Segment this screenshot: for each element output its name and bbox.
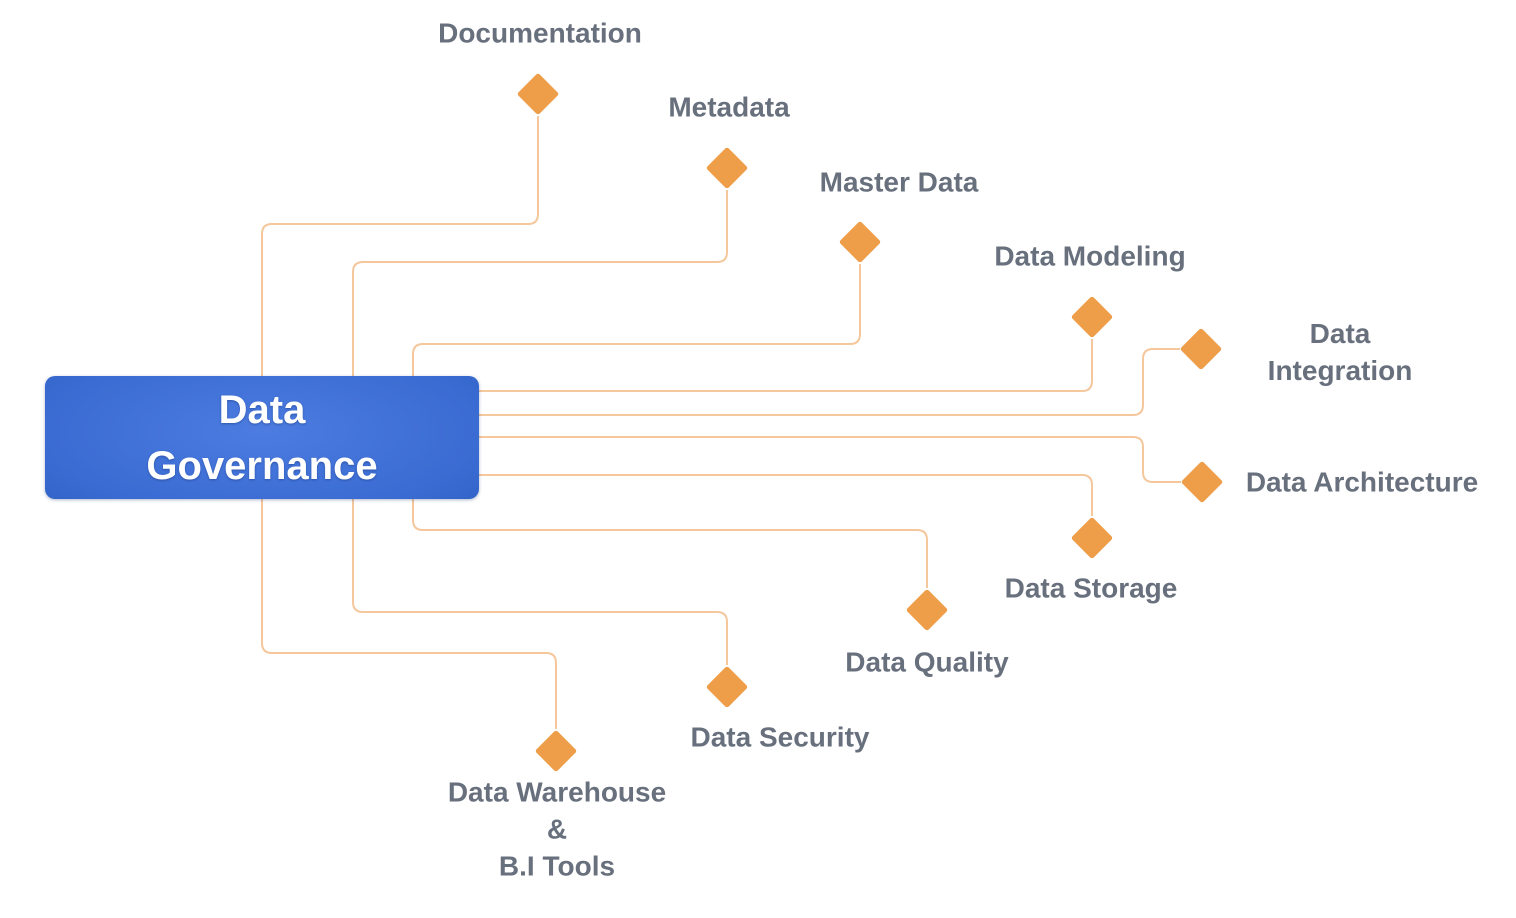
connector-documentation: [261, 116, 539, 470]
connector-data-storage: [400, 474, 1093, 516]
topic-label-data-integration-line1: Data: [1309, 318, 1371, 349]
connector-data-modeling: [400, 339, 1093, 392]
connector-master-data: [412, 264, 861, 470]
diamond-marker-metadata: [706, 147, 748, 189]
connector-data-security: [352, 470, 728, 665]
topic-label-master-data-line1: Master Data: [819, 166, 979, 198]
topic-label-documentation-line1: Documentation: [438, 17, 642, 49]
diamond-marker-data-security: [706, 666, 748, 708]
connector-metadata: [352, 190, 728, 470]
diamond-marker-documentation: [517, 73, 559, 115]
diamond-marker-master-data: [839, 221, 881, 263]
topic-label-data-storage: Data Storage: [1005, 570, 1178, 607]
topic-label-data-modeling-line1: Data Modeling: [994, 240, 1186, 272]
topic-label-data-integration-line2: Integration: [1267, 355, 1413, 386]
topic-label-master-data: Master Data: [820, 164, 979, 201]
topic-label-data-quality: Data Quality: [845, 644, 1008, 681]
diamond-marker-data-storage: [1071, 517, 1113, 559]
topic-label-data-security-line1: Data Security: [690, 721, 870, 753]
center-node-title-line2: Governance: [146, 443, 378, 488]
connector-data-integration: [400, 348, 1180, 416]
connector-data-quality: [412, 470, 928, 588]
connector-data-warehouse-bi-tools: [261, 470, 557, 729]
topic-label-data-storage-line1: Data Storage: [1004, 572, 1178, 604]
diamond-marker-data-quality: [906, 589, 948, 631]
topic-label-data-security: Data Security: [691, 719, 870, 756]
topic-label-data-architecture: Data Architecture: [1246, 464, 1478, 501]
topic-label-data-modeling: Data Modeling: [994, 238, 1185, 275]
topic-label-data-warehouse-bi-tools-line2: &: [546, 813, 568, 845]
topic-label-data-architecture-line1: Data Architecture: [1245, 466, 1479, 498]
diamond-marker-data-warehouse-bi-tools: [535, 730, 577, 772]
center-node-data-governance: Data Governance: [45, 376, 479, 499]
center-node-title: Data Governance: [146, 382, 377, 494]
topic-label-data-warehouse-bi-tools: Data Warehouse & B.I Tools: [448, 774, 666, 885]
diamond-marker-data-architecture: [1181, 461, 1223, 503]
topic-label-documentation: Documentation: [438, 15, 642, 52]
center-node-title-line1: Data: [218, 387, 306, 432]
topic-label-data-quality-line1: Data Quality: [845, 646, 1009, 678]
topic-label-metadata-line1: Metadata: [668, 91, 790, 123]
diamond-marker-data-modeling: [1071, 296, 1113, 338]
topic-label-metadata: Metadata: [668, 89, 789, 126]
topic-label-data-warehouse-bi-tools-line3: B.I Tools: [498, 850, 616, 882]
diamond-marker-data-integration: [1180, 328, 1222, 370]
connector-data-architecture: [400, 436, 1181, 483]
topic-label-data-warehouse-bi-tools-line1: Data Warehouse: [447, 776, 667, 808]
